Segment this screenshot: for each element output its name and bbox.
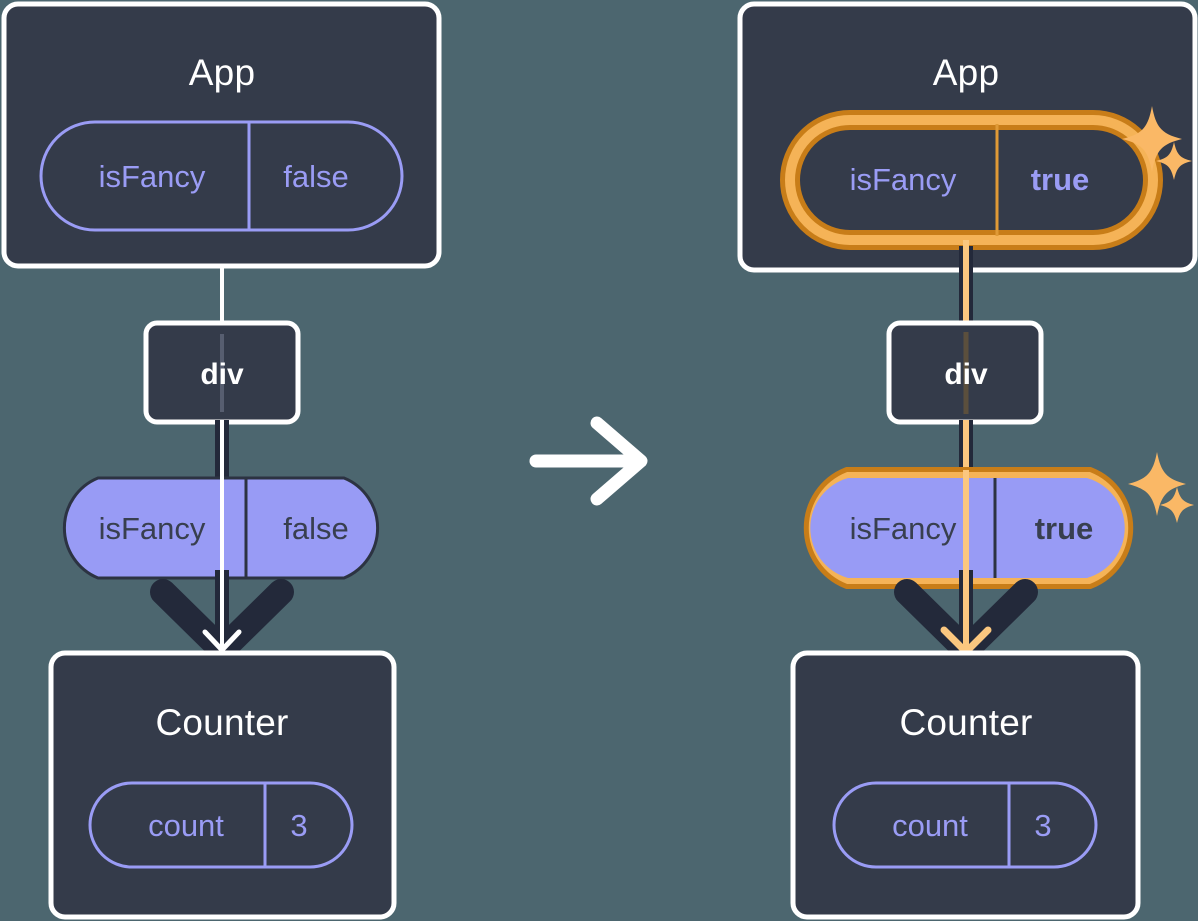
counter-pill-right bbox=[832, 781, 1098, 869]
counter-box-right bbox=[790, 650, 1141, 920]
sparkle-small-icon bbox=[1160, 487, 1194, 523]
arrowhead-light-left bbox=[202, 629, 242, 653]
sparkle-group-prop-right bbox=[1128, 452, 1194, 523]
arrow-right-icon bbox=[529, 416, 648, 506]
panel-after bbox=[737, 1, 1198, 920]
sparkle-large-icon bbox=[1128, 452, 1186, 516]
sparkle-large-icon bbox=[1122, 106, 1182, 172]
sparkle-small-icon bbox=[1156, 142, 1192, 180]
sparkle-group-app-right bbox=[1122, 106, 1192, 180]
panel-before bbox=[1, 1, 442, 920]
app-pill-left bbox=[39, 120, 404, 232]
app-box-left bbox=[1, 1, 442, 269]
counter-box-left bbox=[48, 650, 397, 920]
counter-pill-left bbox=[88, 781, 354, 869]
